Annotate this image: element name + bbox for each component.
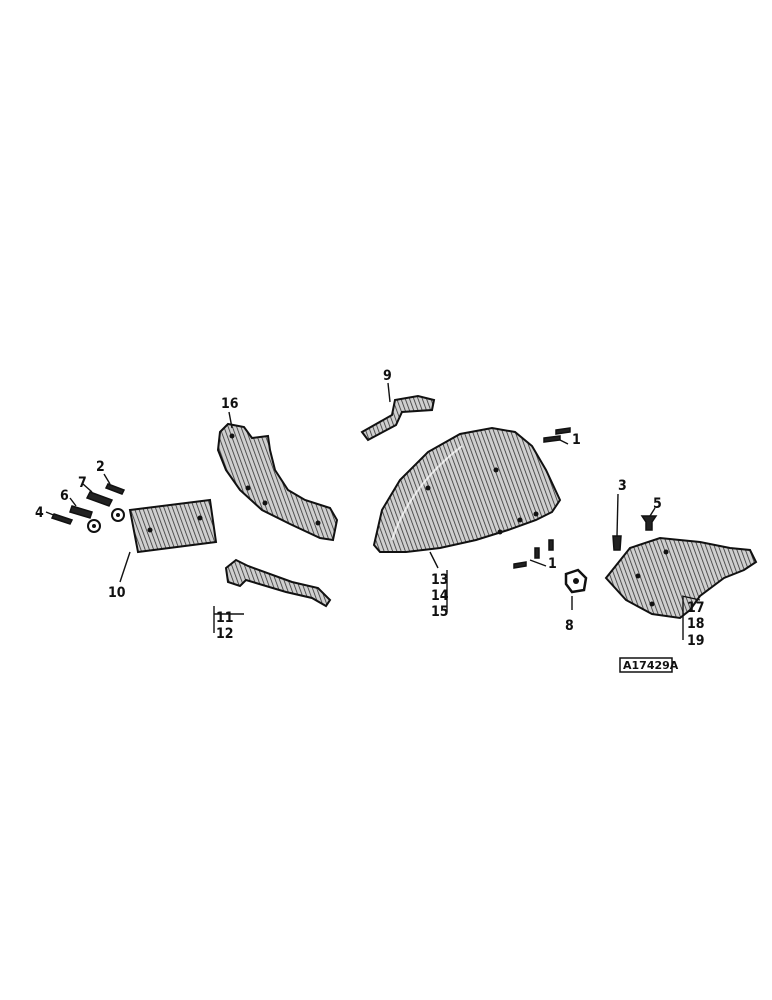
callout-18: 18 (687, 616, 705, 632)
callout-9: 9 (383, 368, 392, 384)
callout-7: 7 (78, 475, 87, 491)
callout-8: 8 (565, 618, 574, 634)
bolt-5 (640, 507, 658, 531)
callout-17: 17 (687, 600, 705, 616)
part-8-nut (564, 568, 588, 610)
callout-5: 5 (653, 496, 662, 512)
reference-code-box: A17429A (619, 657, 679, 673)
callout-16: 16 (221, 396, 239, 412)
callout-12: 12 (216, 626, 234, 642)
callout-13: 13 (431, 572, 449, 588)
callout-11: 11 (216, 610, 234, 626)
callout-6: 6 (60, 488, 69, 504)
callout-1-lower: 1 (548, 556, 557, 572)
callout-10: 10 (108, 585, 126, 601)
callout-4: 4 (35, 505, 44, 521)
callout-3: 3 (618, 478, 627, 494)
callout-14: 14 (431, 588, 449, 604)
part-10-flat-plate (119, 498, 218, 583)
callout-19: 19 (687, 633, 705, 649)
reference-code: A17429A (623, 659, 679, 672)
bolt-group-left (45, 473, 126, 533)
bolt-3 (612, 493, 622, 551)
part-11-12-brace (213, 558, 332, 633)
part-16-curved-plate (216, 411, 339, 542)
part-17-18-19-share (604, 536, 758, 640)
bolt-group-1-upper (543, 427, 571, 445)
callout-15: 15 (431, 604, 449, 620)
callout-1-upper: 1 (572, 432, 581, 448)
callout-2: 2 (96, 459, 105, 475)
bolt-group-1-lower (513, 539, 554, 569)
part-9-bracket (360, 382, 436, 442)
part-13-14-15-moldboard (372, 426, 562, 612)
